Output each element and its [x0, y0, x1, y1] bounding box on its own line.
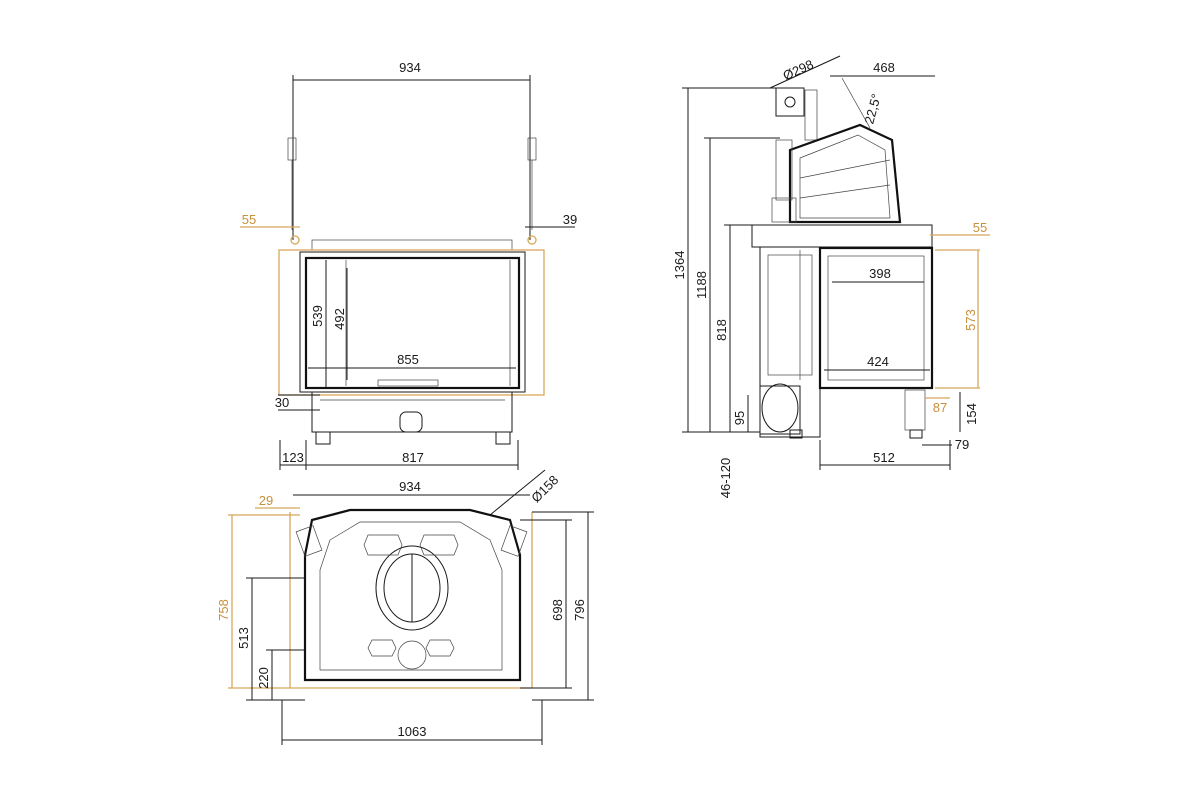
side-angle-225: 22,5°	[861, 92, 883, 125]
plan-mid-depth-513: 513	[236, 627, 251, 649]
side-glass-width-398: 398	[869, 266, 891, 281]
plan-flue-diameter-158: Ø158	[528, 472, 561, 505]
front-height-539: 539	[310, 305, 325, 327]
plan-outer-depth-758: 758	[216, 599, 231, 621]
front-base-width-817: 817	[402, 450, 424, 465]
plan-view: 934 29 Ø158 758 513 220	[216, 469, 594, 745]
side-top-depth-468: 468	[873, 60, 895, 75]
plan-full-depth-796: 796	[572, 599, 587, 621]
plan-total-width-1063: 1063	[398, 724, 427, 739]
side-leg-range-46-120: 46-120	[718, 458, 733, 498]
plan-width-934: 934	[399, 479, 421, 494]
front-base-gap-30: 30	[275, 395, 289, 410]
front-view: 934 55 39 539 492 855	[240, 60, 577, 470]
front-right-offset-39: 39	[563, 212, 577, 227]
side-inlet-95: 95	[732, 411, 747, 425]
front-height-492: 492	[332, 308, 347, 330]
side-door-width-424: 424	[867, 354, 889, 369]
side-body-height-1188: 1188	[694, 271, 709, 299]
plan-front-depth-220: 220	[256, 667, 271, 689]
side-base-depth-512: 512	[873, 450, 895, 465]
front-width-934: 934	[399, 60, 421, 75]
front-glass-width-855: 855	[397, 352, 419, 367]
side-flue-diameter-298: Ø298	[781, 57, 816, 84]
side-foot-79: 79	[955, 437, 969, 452]
plan-inner-depth-698: 698	[550, 599, 565, 621]
side-floor-154: 154	[964, 403, 979, 425]
side-glass-height-573: 573	[963, 309, 978, 331]
front-left-offset-55: 55	[242, 212, 256, 227]
side-view: Ø298 468 22,5° 1364	[672, 55, 990, 498]
side-leg-87: 87	[933, 400, 947, 415]
plan-offset-29: 29	[259, 493, 273, 508]
side-total-height-1364: 1364	[672, 251, 687, 280]
front-leg-123: 123	[282, 450, 304, 465]
side-door-height-818: 818	[714, 319, 729, 341]
side-top-offset-55: 55	[973, 220, 987, 235]
